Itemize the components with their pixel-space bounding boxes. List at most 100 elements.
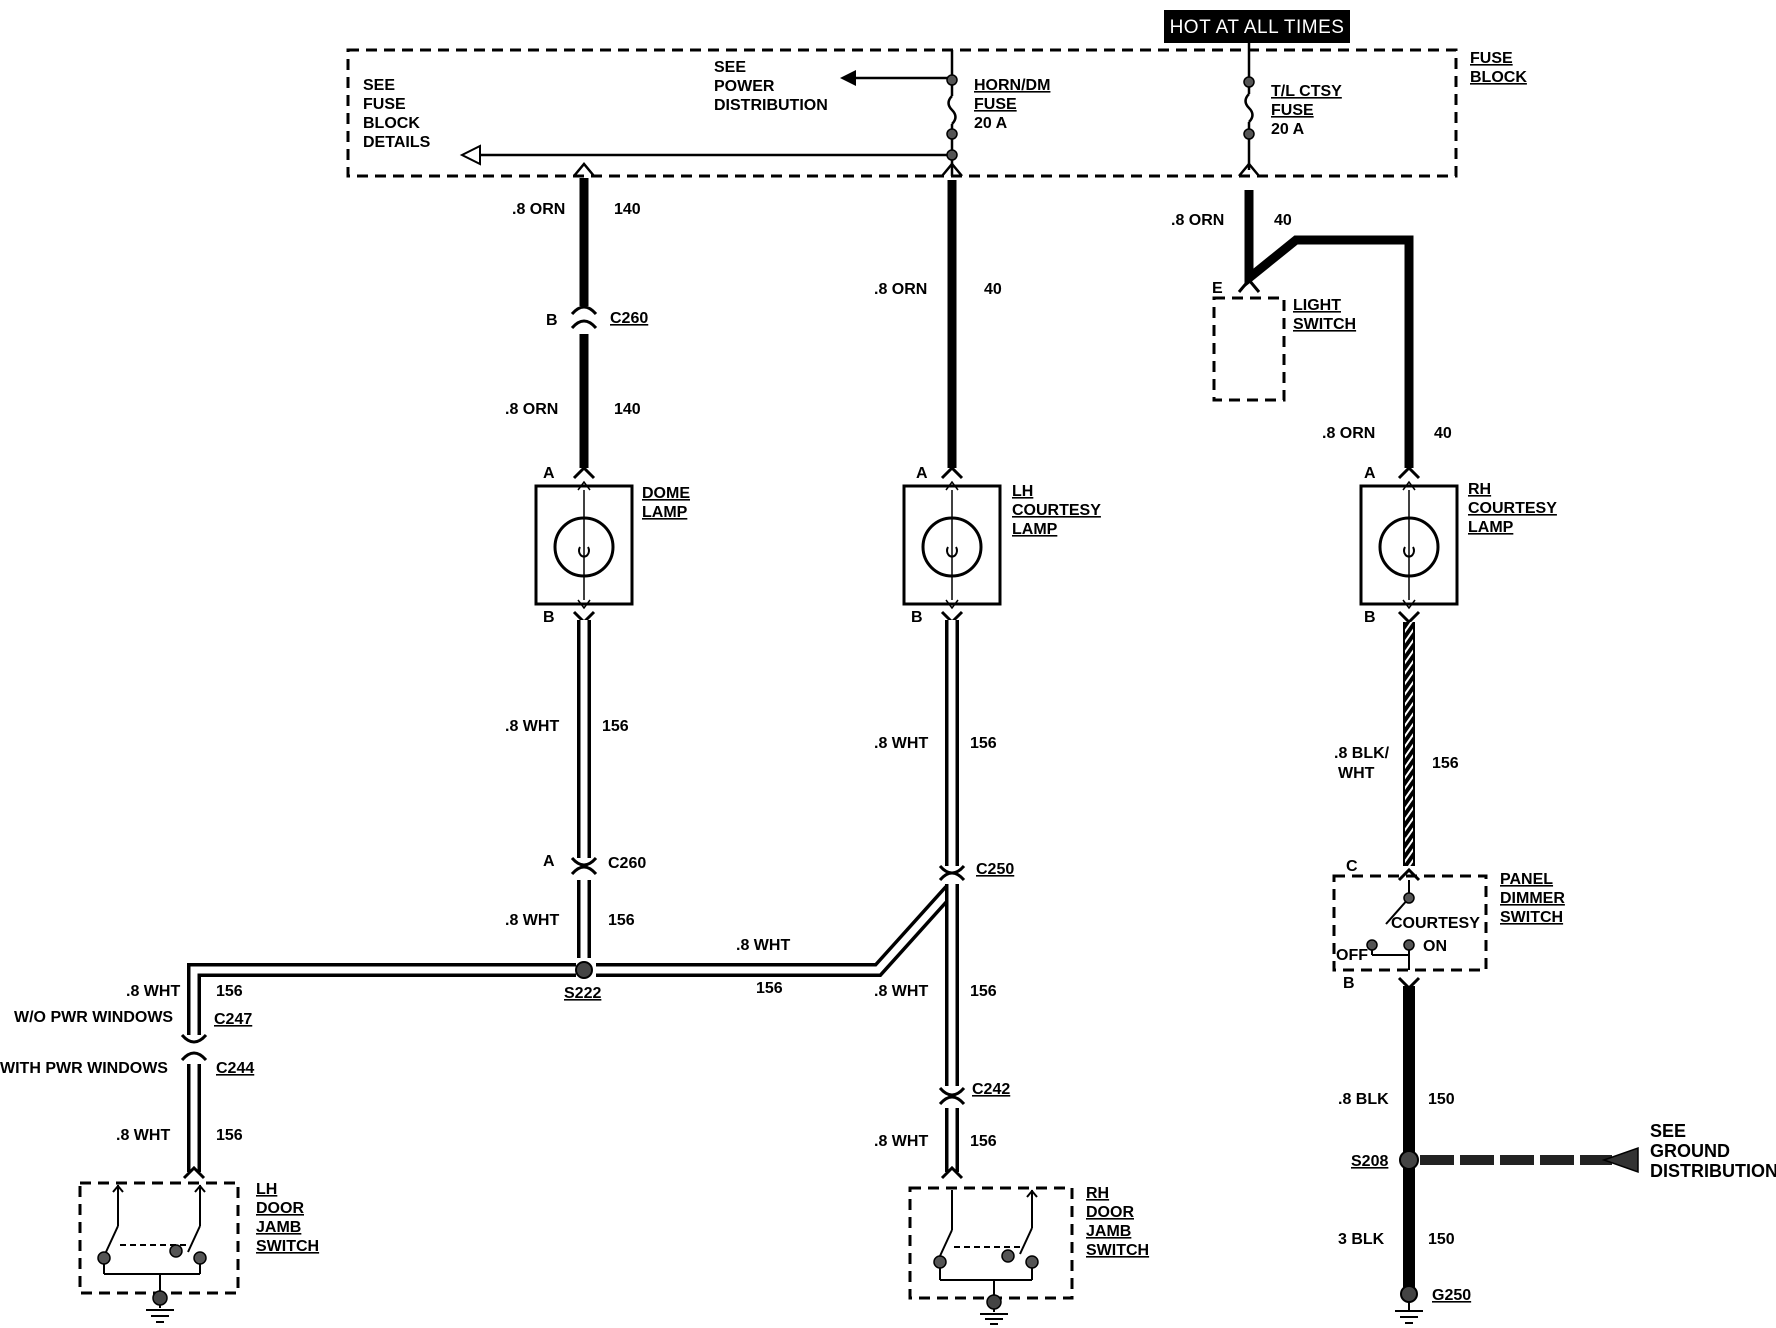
light-switch-pin-e: E [1212,280,1223,297]
wire-label-orn-140-top: .8 ORN [512,201,565,218]
svg-text:SWITCH: SWITCH [256,1238,319,1255]
connector-c260-bottom [570,856,598,876]
svg-text:DOME: DOME [642,485,690,502]
svg-text:COURTESY: COURTESY [1468,500,1557,517]
hot-at-all-times-banner: HOT AT ALL TIMES [1164,10,1350,43]
svg-text:POWER: POWER [714,78,775,95]
lh-courtesy-pin-b: B [911,609,923,626]
svg-text:SWITCH: SWITCH [1086,1242,1149,1259]
svg-text:BLOCK: BLOCK [1470,69,1527,86]
wire-label-wht-156-rh-door: .8 WHT [874,1133,928,1150]
circuit-156-lh-courtesy: 156 [970,735,997,752]
see-power-distribution-text: SEE POWER DISTRIBUTION [714,59,828,114]
wire-label-wht-horizontal: .8 WHT [736,937,790,954]
ground-g250-label: G250 [1432,1287,1471,1304]
horn-dm-fuse-label: HORN/DM FUSE 20 A [974,77,1050,132]
c242-label: C242 [972,1081,1010,1098]
rh-courtesy-pin-a: A [1364,465,1376,482]
svg-text:DOOR: DOOR [256,1200,304,1217]
wire-156-splice-to-c250 [596,885,956,977]
dome-lamp-pin-b: B [543,609,555,626]
circuit-156-dome: 156 [602,718,629,735]
dimmer-on-label: ON [1423,938,1447,955]
c250-label: C250 [976,861,1014,878]
svg-text:GROUND: GROUND [1650,1141,1730,1161]
svg-text:WHT: WHT [1338,765,1375,782]
c247-label: C247 [214,1011,252,1028]
fuse-block-outline [346,48,1458,178]
tl-ctsy-fuse [1243,43,1255,170]
circuit-40-top: 40 [1274,212,1292,229]
circuit-150-bottom: 150 [1428,1231,1455,1248]
wire-40-rh [1244,190,1414,468]
wire-label-wht-156-c250: .8 WHT [874,983,928,1000]
splice-s208 [1399,1150,1419,1170]
svg-text:DISTRIBUTION: DISTRIBUTION [1650,1161,1776,1181]
svg-text:T/L CTSY: T/L CTSY [1271,83,1342,100]
circuit-140-top: 140 [614,201,641,218]
c260-pin-b: B [546,312,558,329]
svg-text:DIMMER: DIMMER [1500,890,1565,907]
with-pwr-windows-label: WITH PWR WINDOWS [0,1060,168,1077]
connector-c242 [938,1086,966,1106]
circuit-156-horizontal: 156 [756,980,783,997]
c244-label: C244 [216,1060,254,1077]
svg-text:LAMP: LAMP [1468,519,1514,536]
dimmer-pin-c: C [1346,858,1358,875]
wire-label-blk-150: .8 BLK [1338,1091,1389,1108]
wire-label-blk-wht-156: .8 BLK/ WHT [1334,745,1390,782]
wire-label-wht-156-lh-courtesy: .8 WHT [874,735,928,752]
svg-text:FUSE: FUSE [1271,102,1314,119]
see-fuse-block-details-text: SEE FUSE BLOCK DETAILS [363,77,431,151]
svg-text:FUSE: FUSE [363,96,406,113]
wire-label-orn-40-rh: .8 ORN [1322,425,1375,442]
lh-door-jamb-switch [78,1165,240,1323]
light-switch [1212,277,1286,402]
splice-s222-label: S222 [564,985,601,1002]
svg-text:HOT AT ALL TIMES: HOT AT ALL TIMES [1170,17,1345,38]
lh-door-jamb-switch-label: LH DOOR JAMB SWITCH [256,1181,319,1255]
wire-label-wht-156-lh-door: .8 WHT [116,1127,170,1144]
wire-156-splice-to-lh-door [187,963,576,1035]
svg-text:FUSE: FUSE [974,96,1017,113]
wire-label-wht-156-splice: .8 WHT [505,912,559,929]
splice-s208-label: S208 [1351,1153,1388,1170]
connector-c250 [938,864,966,882]
c260-label-top: C260 [610,310,648,327]
circuit-150-top: 150 [1428,1091,1455,1108]
rh-courtesy-pin-b: B [1364,609,1376,626]
wire-label-3-blk: 3 BLK [1338,1231,1385,1248]
circuit-156-c250: 156 [970,983,997,1000]
rh-door-jamb-switch [908,1165,1074,1325]
svg-text:JAMB: JAMB [1086,1223,1131,1240]
see-ground-distribution-text: SEE GROUND DISTRIBUTION [1650,1121,1776,1181]
ground-g250 [1395,1285,1423,1324]
splice-s222 [575,961,593,979]
c260-label-bottom: C260 [608,855,646,872]
svg-text:LH: LH [1012,483,1033,500]
fuse-block-label: FUSE BLOCK [1470,50,1527,86]
ground-distribution-wire [1420,1146,1639,1174]
lh-courtesy-pin-a: A [916,465,928,482]
dome-lamp-pin-a: A [543,465,555,482]
svg-text:20 A: 20 A [974,115,1008,132]
svg-text:SWITCH: SWITCH [1500,909,1563,926]
tl-ctsy-fuse-label: T/L CTSY FUSE 20 A [1271,83,1342,138]
circuit-156-lh-top: 156 [216,983,243,1000]
svg-text:.8 BLK/: .8 BLK/ [1334,745,1390,762]
dimmer-pin-b: B [1343,975,1355,992]
svg-text:LIGHT: LIGHT [1293,297,1341,314]
panel-dimmer-switch-label: PANEL DIMMER SWITCH [1500,871,1565,926]
svg-text:SEE: SEE [714,59,746,76]
circuit-40-lh: 40 [984,281,1002,298]
circuit-156-rh-door: 156 [970,1133,997,1150]
svg-text:COURTESY: COURTESY [1012,502,1101,519]
rh-door-jamb-switch-label: RH DOOR JAMB SWITCH [1086,1185,1149,1259]
svg-text:PANEL: PANEL [1500,871,1553,888]
svg-text:BLOCK: BLOCK [363,115,420,132]
svg-text:RH: RH [1468,481,1491,498]
wire-label-wht-156-dome: .8 WHT [505,718,559,735]
svg-text:FUSE: FUSE [1470,50,1513,67]
lh-courtesy-lamp-label: LH COURTESY LAMP [1012,483,1101,538]
